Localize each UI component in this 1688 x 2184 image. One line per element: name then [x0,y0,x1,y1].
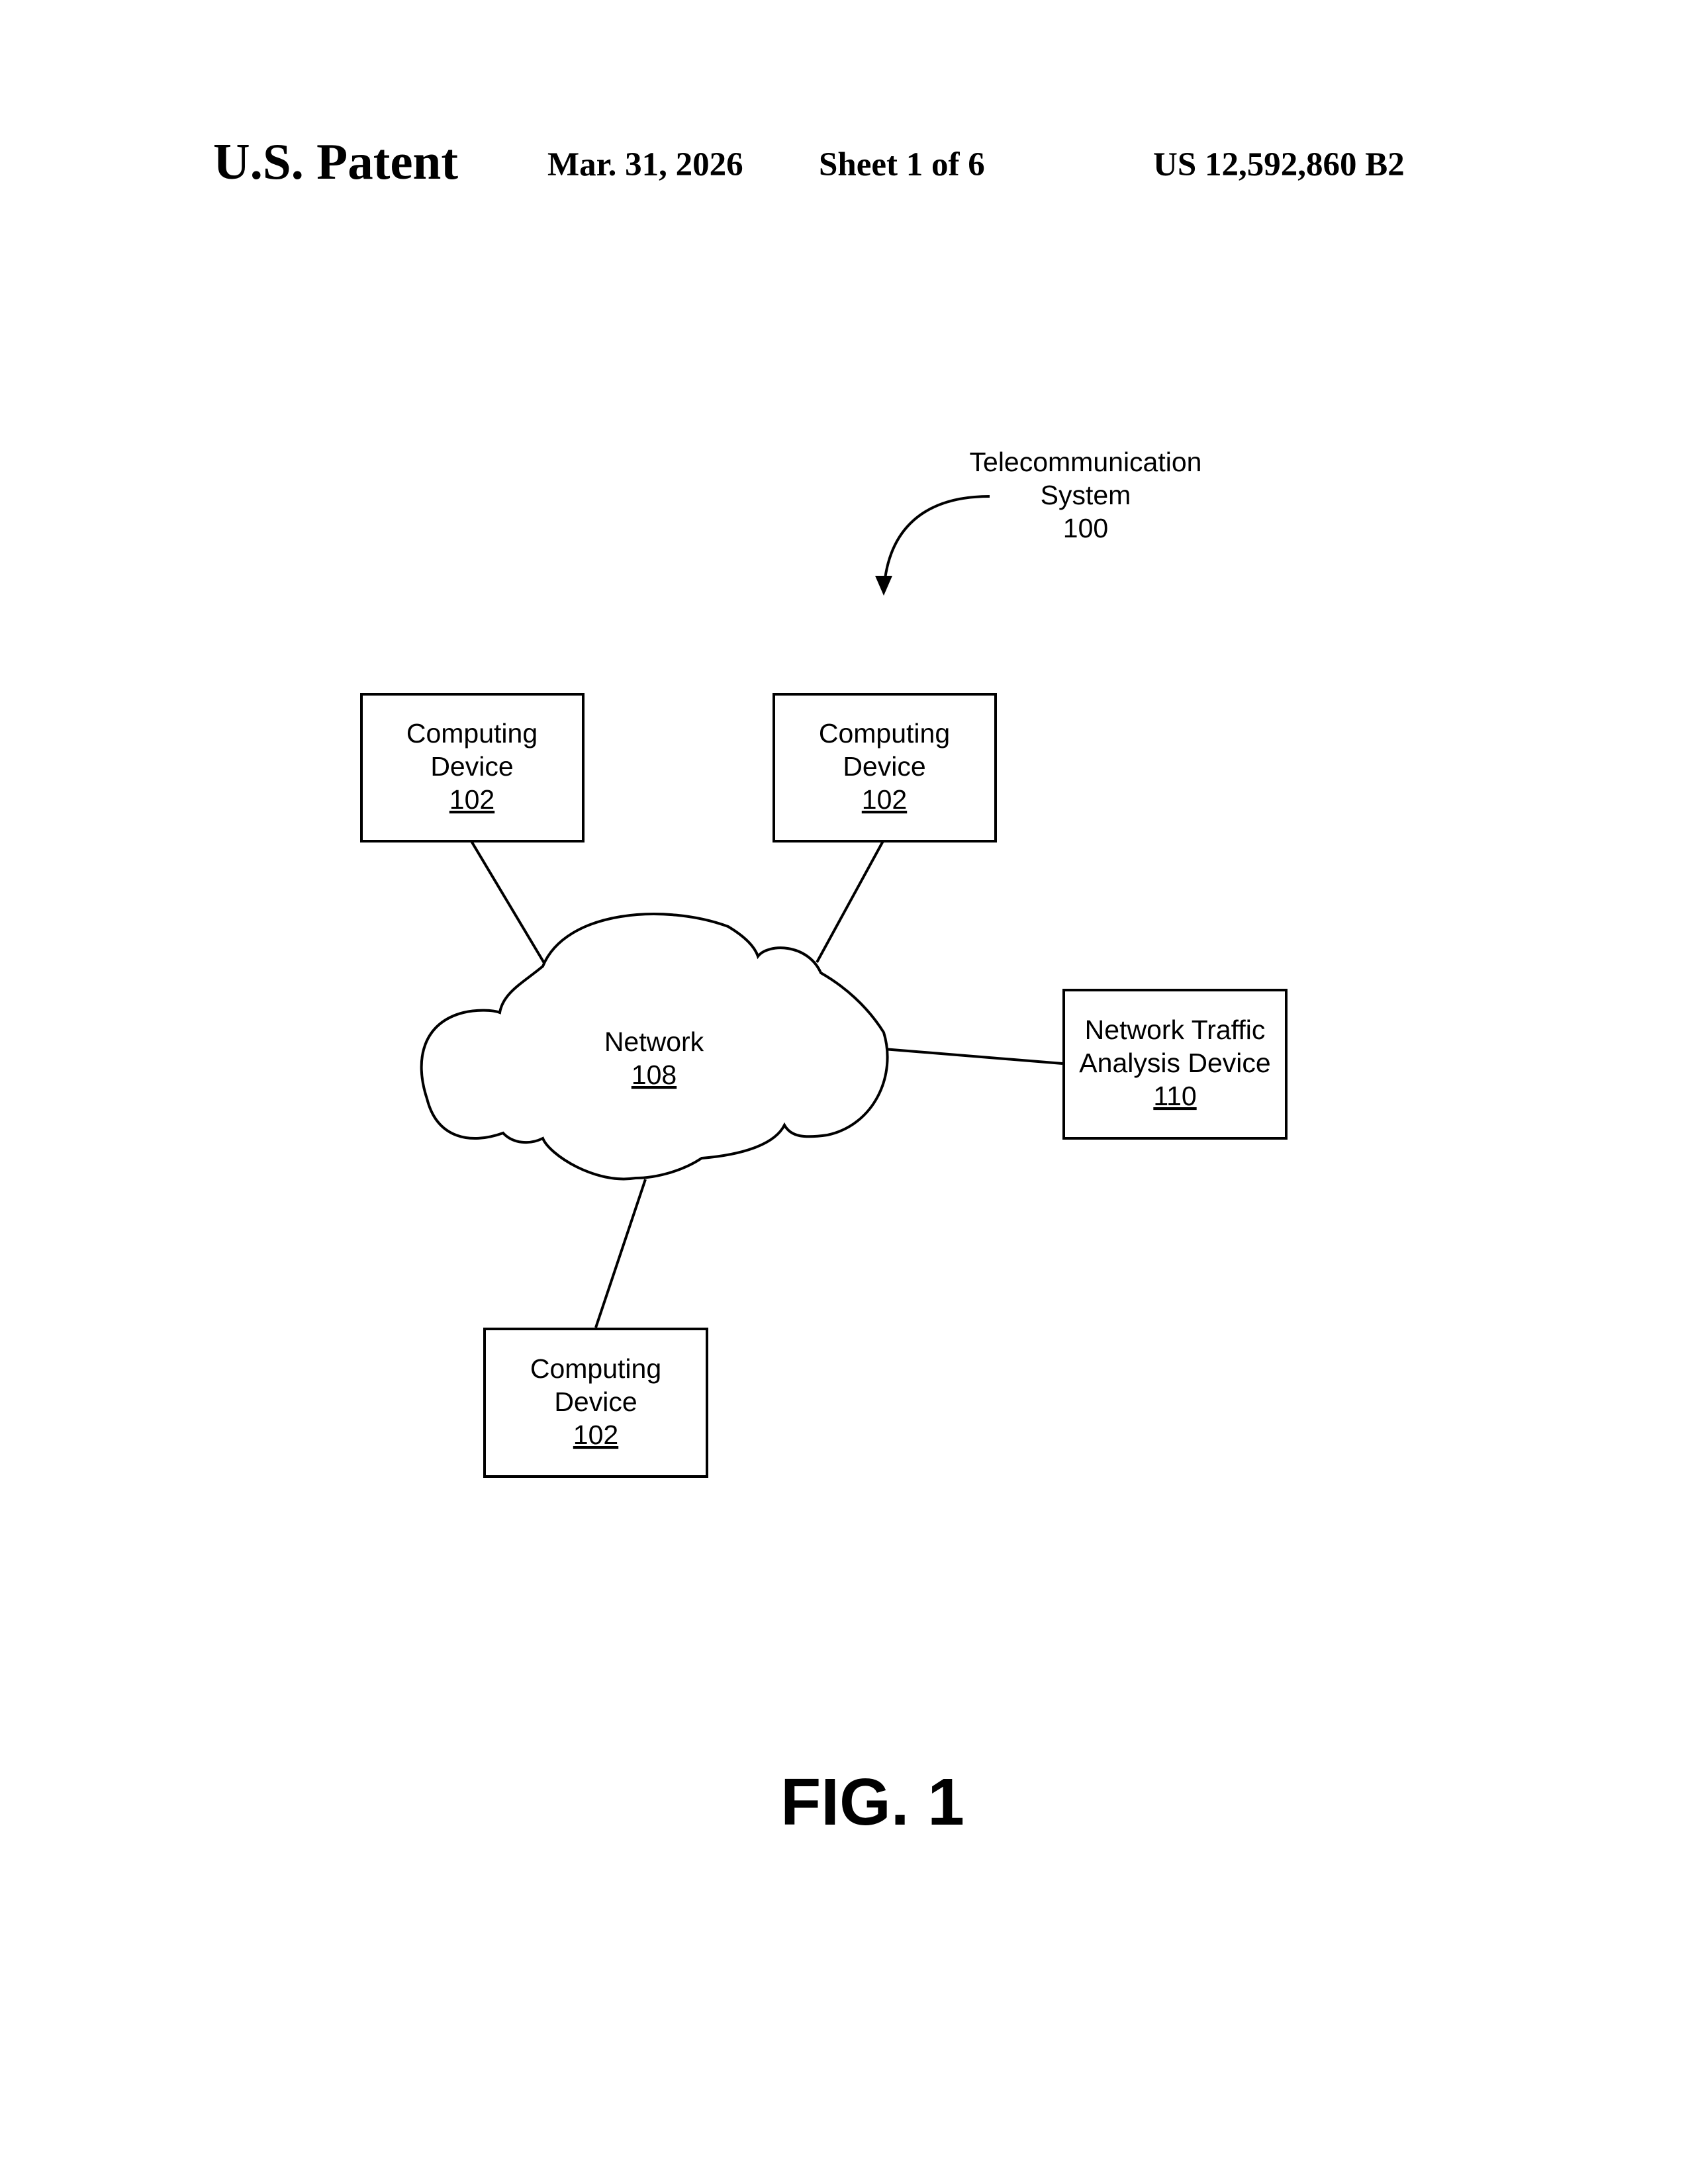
link-analysis-device [884,1049,1062,1064]
device-ref: 102 [862,784,907,815]
device-label-line1: Computing [819,718,950,749]
system-pointer-arrow [884,496,990,592]
link-device-bottom [596,1179,645,1328]
system-label-line2: System [1041,480,1131,510]
arrowhead-icon [875,576,892,596]
device-ref: 102 [573,1420,618,1450]
network-ref: 108 [632,1060,677,1090]
device-label-line1: Computing [530,1353,661,1384]
device-label-line1: Computing [406,718,538,749]
analysis-label-line2: Analysis Device [1079,1048,1270,1078]
link-device-top-left [471,841,546,966]
device-ref: 102 [449,784,494,815]
device-label-line2: Device [430,751,513,782]
system-label-line1: Telecommunication [970,447,1202,477]
analysis-ref: 110 [1153,1081,1196,1111]
analysis-label-line1: Network Traffic [1085,1015,1266,1045]
figure-label: FIG. 1 [780,1765,964,1839]
network-label: Network [604,1026,704,1057]
device-label-line2: Device [843,751,925,782]
device-label-line2: Device [554,1387,637,1417]
system-ref: 100 [1063,513,1108,543]
link-device-top-right [817,841,883,962]
